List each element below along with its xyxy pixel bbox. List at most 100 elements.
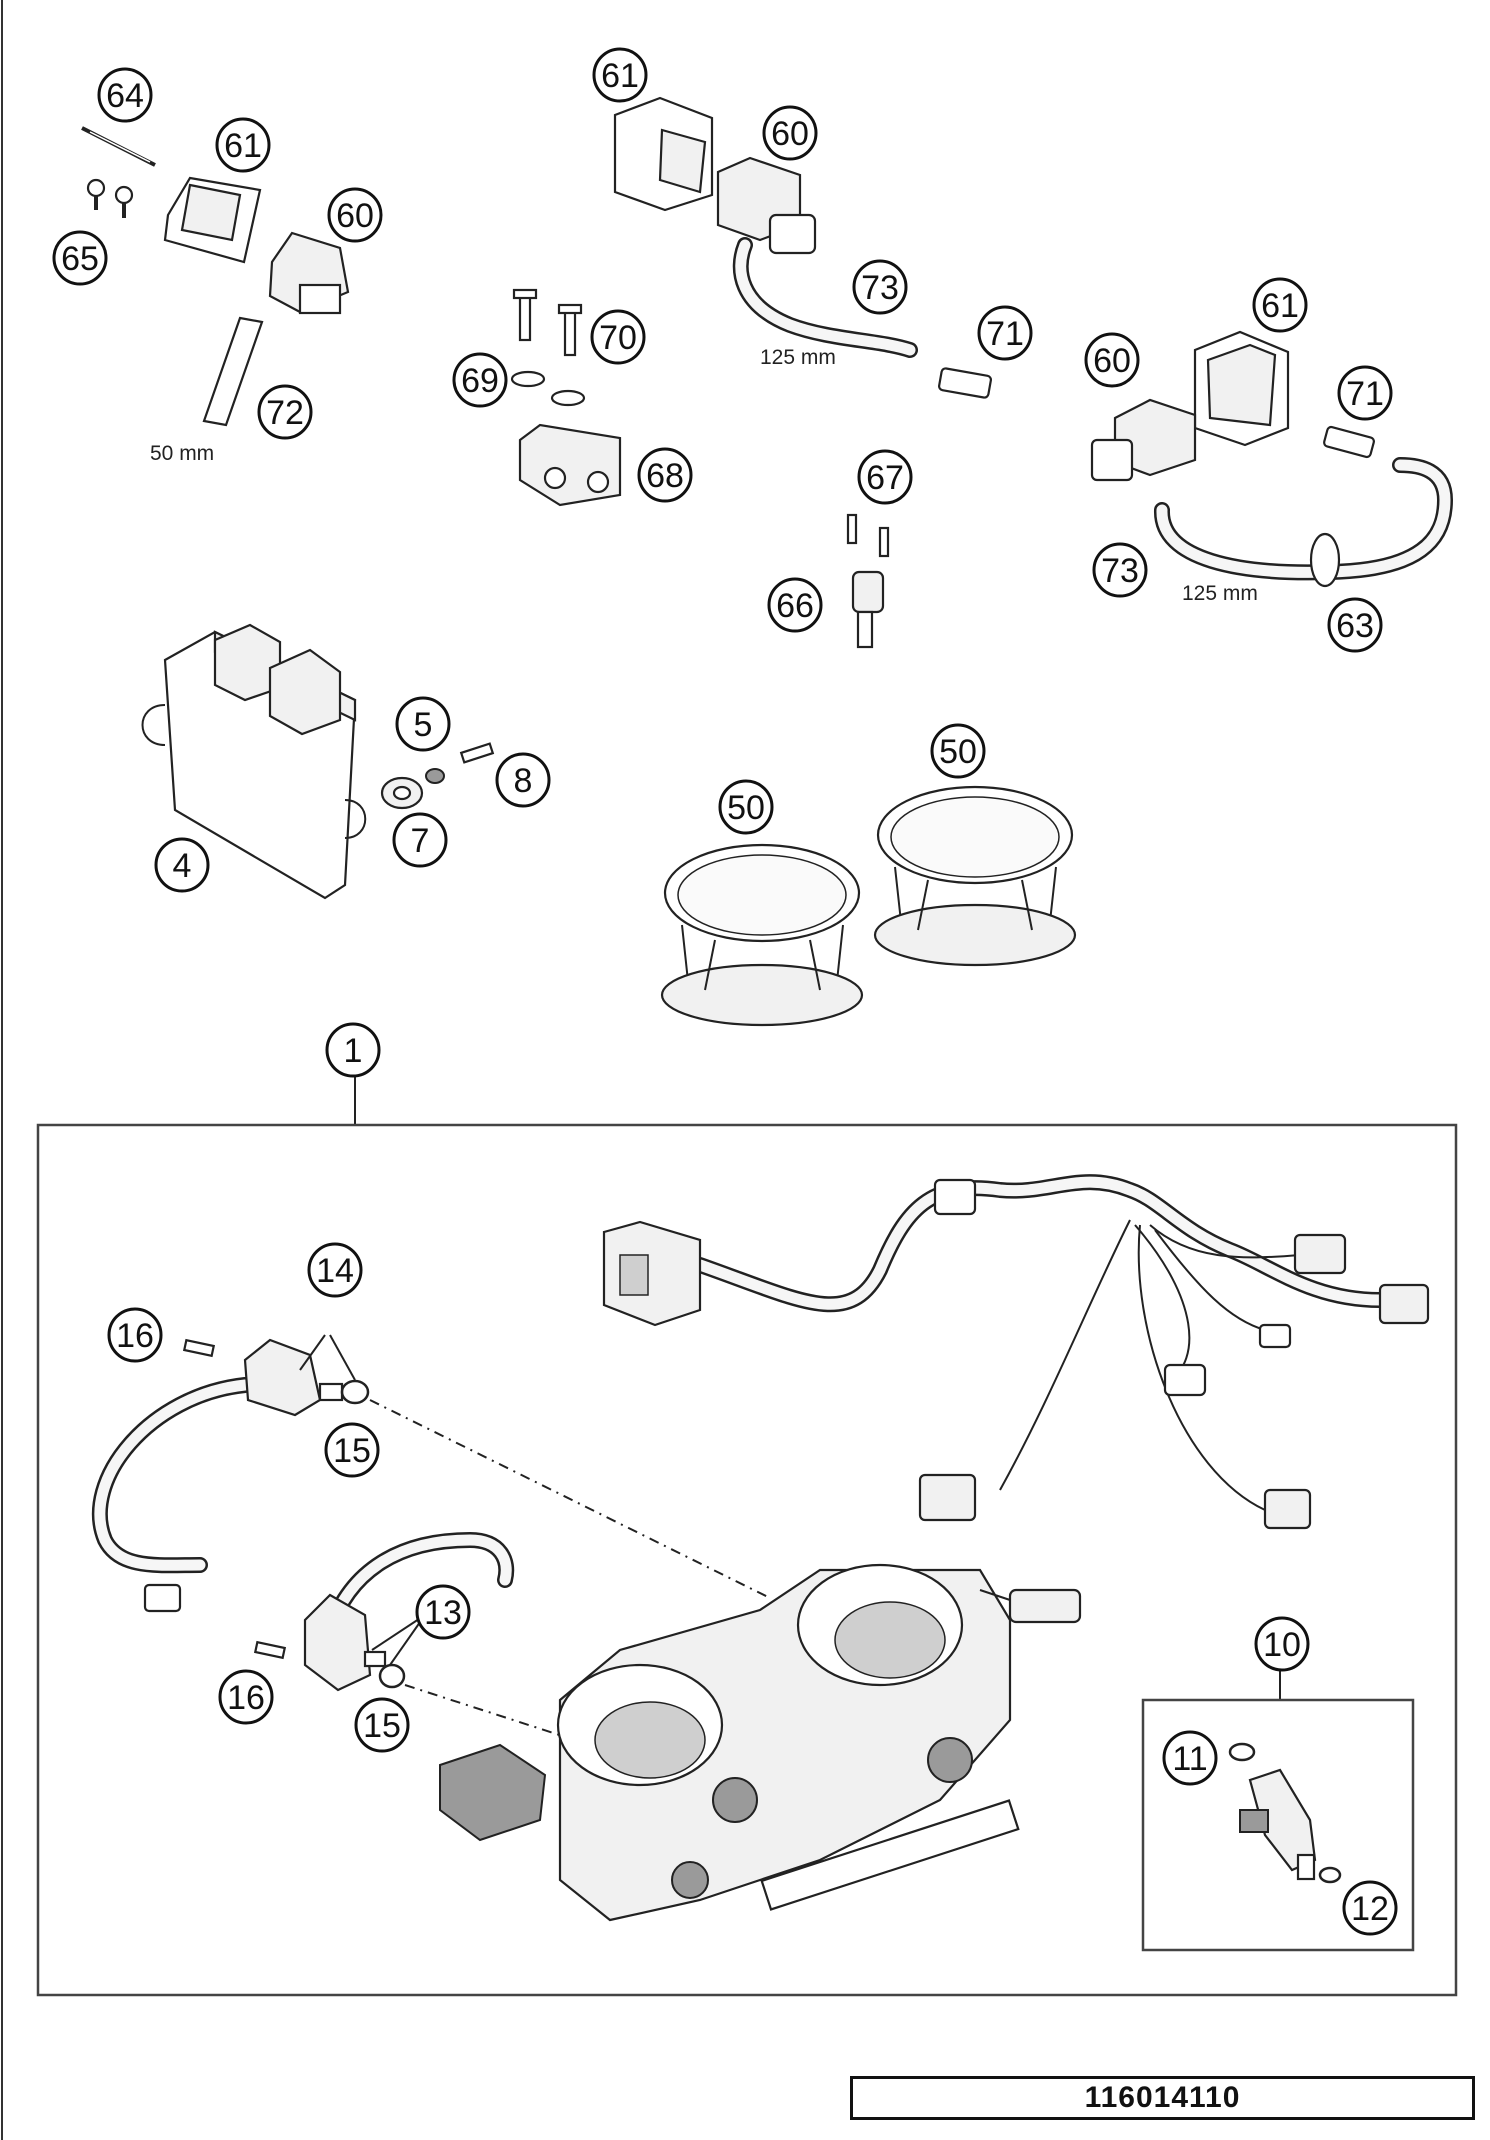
- callout-number: 68: [646, 457, 684, 495]
- bolt: [253, 1640, 287, 1660]
- callout-label: 67: [857, 449, 913, 505]
- callout-number: 73: [861, 269, 899, 307]
- dimension-label: 125 mm: [1182, 582, 1258, 605]
- spacer: [425, 768, 445, 784]
- callout-label: 5: [395, 696, 451, 752]
- connector-housing: [1193, 330, 1290, 447]
- sensor-bracket: [518, 423, 622, 507]
- callout-number: 71: [1346, 375, 1384, 413]
- throttle-body: [439, 1563, 1082, 1922]
- callout-number: 13: [424, 1594, 462, 1632]
- hose-nipple: [938, 367, 992, 399]
- callout-label: 71: [1337, 365, 1393, 421]
- callout-number: 72: [266, 394, 304, 432]
- part-number-box: 116014110: [850, 2076, 1475, 2120]
- intake-funnel: [660, 843, 864, 1027]
- callout-label: 73: [852, 259, 908, 315]
- callout-label: 71: [977, 305, 1033, 361]
- callout-label: 11: [1162, 1730, 1218, 1786]
- callout-number: 7: [411, 822, 430, 860]
- callout-number: 64: [106, 77, 144, 115]
- washers: [510, 370, 586, 407]
- callout-label: 72: [257, 384, 313, 440]
- injector-frame: [1141, 1698, 1415, 1952]
- callout-label: 15: [354, 1697, 410, 1753]
- callout-label: 61: [592, 47, 648, 103]
- callout-number: 1: [344, 1032, 363, 1070]
- sensor-connector: [268, 231, 350, 315]
- callout-number: 61: [1261, 287, 1299, 325]
- callout-label: 16: [218, 1669, 274, 1725]
- o-ring: [340, 1379, 370, 1405]
- callout-label: 16: [107, 1307, 163, 1363]
- callout-label: 60: [327, 187, 383, 243]
- hose-50mm: [202, 316, 264, 427]
- throttle-position-sensor: [92, 1338, 344, 1613]
- wiring-harness: [602, 1174, 1430, 1530]
- callout-number: 16: [116, 1317, 154, 1355]
- callout-number: 15: [363, 1707, 401, 1745]
- callout-number: 12: [1351, 1890, 1389, 1928]
- assembly-frame: [36, 1123, 1458, 1997]
- callout-number: 69: [461, 362, 499, 400]
- mounting-bolt: [459, 742, 495, 764]
- screw-pair: [86, 178, 134, 218]
- callout-label: 69: [452, 352, 508, 408]
- callout-label: 68: [637, 447, 693, 503]
- bolt: [182, 1338, 216, 1358]
- sensor-connector: [1090, 398, 1197, 482]
- callout-number: 60: [771, 115, 809, 153]
- callout-number: 11: [1172, 1740, 1207, 1778]
- callout-label: 1: [325, 1022, 381, 1078]
- o-ring: [378, 1663, 406, 1689]
- callout-number: 15: [333, 1432, 371, 1470]
- callout-number: 70: [599, 319, 637, 357]
- callout-label: 60: [1084, 332, 1140, 388]
- sensor-connector: [716, 156, 817, 255]
- callout-number: 61: [224, 127, 262, 165]
- engine-control-unit: [141, 623, 367, 900]
- connector-housing: [613, 96, 714, 212]
- callout-label: 61: [1252, 277, 1308, 333]
- callout-label: 60: [762, 105, 818, 161]
- callout-label: 14: [307, 1242, 363, 1298]
- callout-label: 50: [718, 779, 774, 835]
- vacuum-hose: [1154, 457, 1454, 581]
- hose-nipple: [1323, 425, 1375, 459]
- callout-label: 4: [154, 837, 210, 893]
- callout-number: 71: [986, 315, 1024, 353]
- callout-label: 65: [52, 230, 108, 286]
- intake-funnel: [873, 785, 1077, 967]
- dimension-label: 50 mm: [150, 442, 214, 465]
- callout-label: 10: [1254, 1616, 1310, 1672]
- connector-housing: [163, 176, 262, 264]
- callout-number: 60: [336, 197, 374, 235]
- callout-number: 61: [601, 57, 639, 95]
- callout-number: 16: [227, 1679, 265, 1717]
- pin-terminal: [81, 126, 156, 167]
- callout-number: 10: [1263, 1626, 1301, 1664]
- callout-label: 61: [215, 117, 271, 173]
- callout-number: 65: [61, 240, 99, 278]
- rubber-grommet: [380, 776, 424, 810]
- callout-number: 50: [939, 733, 977, 771]
- callout-label: 7: [392, 812, 448, 868]
- throttle-position-sensor: [303, 1531, 515, 1692]
- callout-number: 66: [776, 587, 814, 625]
- dimension-label: 125 mm: [760, 346, 836, 369]
- callout-label: 8: [495, 752, 551, 808]
- callout-label: 70: [590, 309, 646, 365]
- callout-label: 66: [767, 577, 823, 633]
- callout-label: 63: [1327, 597, 1383, 653]
- screws: [846, 513, 890, 558]
- callout-number: 50: [727, 789, 765, 827]
- callout-number: 73: [1101, 552, 1139, 590]
- callout-number: 67: [866, 459, 904, 497]
- hose-clip: [1309, 532, 1341, 588]
- callout-number: 8: [514, 762, 533, 800]
- callout-number: 60: [1093, 342, 1131, 380]
- callout-number: 14: [316, 1252, 354, 1290]
- part-number: 116014110: [1084, 2081, 1241, 2114]
- callout-number: 4: [173, 847, 192, 885]
- temperature-sensor: [851, 570, 885, 649]
